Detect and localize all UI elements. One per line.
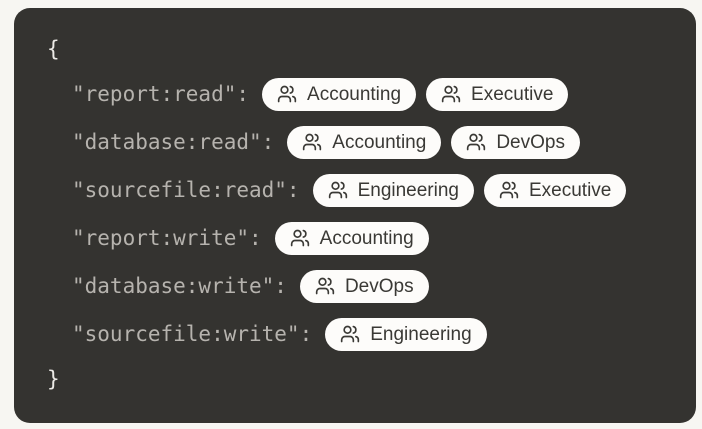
group-chip[interactable]: Accounting: [262, 77, 417, 111]
group-chip[interactable]: Engineering: [325, 317, 487, 351]
group-chip-label: Executive: [471, 83, 554, 105]
permission-row-report-read: "report:read": Accounting Executive: [47, 70, 678, 118]
users-icon: [302, 132, 322, 152]
permission-row-sourcefile-write: "sourcefile:write": Engineering: [47, 310, 678, 358]
group-chip[interactable]: Accounting: [287, 125, 442, 159]
json-code-block: { "report:read": Accounting Executive "d…: [14, 8, 696, 423]
permission-row-report-write: "report:write": Accounting: [47, 214, 678, 262]
permission-key: "database:read":: [72, 130, 275, 154]
permission-key: "sourcefile:write":: [72, 322, 313, 346]
group-chip-label: Engineering: [370, 323, 472, 345]
users-icon: [315, 276, 335, 296]
users-icon: [441, 84, 461, 104]
users-icon: [466, 132, 486, 152]
group-chip[interactable]: Engineering: [312, 173, 474, 207]
users-icon: [328, 180, 348, 200]
permission-key: "report:write":: [72, 226, 262, 250]
group-chip-label: DevOps: [496, 131, 565, 153]
group-chip[interactable]: DevOps: [299, 269, 429, 303]
permission-row-sourcefile-read: "sourcefile:read": Engineering Executive: [47, 166, 678, 214]
users-icon: [499, 180, 519, 200]
group-chip-label: Executive: [529, 179, 612, 201]
group-chip[interactable]: Executive: [484, 173, 627, 207]
permission-key: "sourcefile:read":: [72, 178, 300, 202]
open-brace: {: [47, 37, 60, 61]
group-chip-label: Accounting: [332, 131, 427, 153]
permission-key: "report:read":: [72, 82, 250, 106]
permission-key: "database:write":: [72, 274, 287, 298]
group-chip-label: Accounting: [319, 227, 414, 249]
group-chip[interactable]: DevOps: [451, 125, 580, 159]
users-icon: [340, 324, 360, 344]
group-chip-label: DevOps: [344, 275, 414, 297]
close-brace: }: [47, 367, 60, 391]
group-chip[interactable]: Accounting: [274, 221, 429, 255]
group-chip-label: Accounting: [307, 83, 402, 105]
group-chip[interactable]: Executive: [426, 77, 569, 111]
users-icon: [290, 228, 310, 248]
permission-row-database-write: "database:write": DevOps: [47, 262, 678, 310]
users-icon: [277, 84, 297, 104]
group-chip-label: Engineering: [357, 179, 459, 201]
permission-row-database-read: "database:read": Accounting DevOps: [47, 118, 678, 166]
